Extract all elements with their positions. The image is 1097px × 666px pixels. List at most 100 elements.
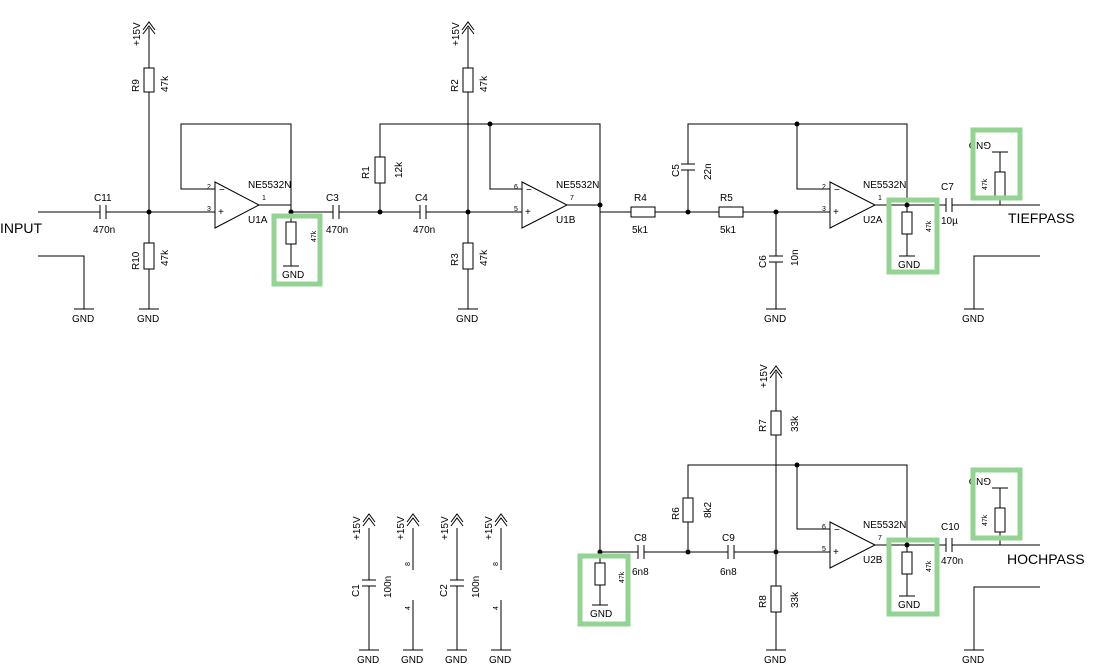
pin-number: 4 <box>405 606 412 610</box>
gnd-label: GND <box>445 655 467 666</box>
c9-ref: C9 <box>722 533 735 544</box>
u1a-ref: U1A <box>248 215 268 226</box>
pin-number: 4 <box>493 606 500 610</box>
gnd-label: GND <box>764 314 786 325</box>
load-resistor <box>594 562 606 586</box>
resistor-r10 <box>143 242 155 270</box>
r5-ref: R5 <box>720 193 733 204</box>
vcc-label: +15V <box>451 22 462 46</box>
resistor-r4 <box>630 206 656 218</box>
r10-ref: R10 <box>131 251 142 270</box>
opamp-u2b <box>829 521 877 569</box>
resistor-r9 <box>143 67 155 93</box>
pin-number: 2 <box>207 184 211 191</box>
load-resistor-value: 47k <box>311 230 318 242</box>
c5-ref: C5 <box>671 164 682 177</box>
svg-text:−: − <box>834 185 840 196</box>
gnd-label: GND <box>72 314 94 325</box>
junction-dot <box>597 202 603 208</box>
c11-value: 470n <box>93 225 115 236</box>
gnd-label: GND <box>962 655 984 666</box>
c8-ref: C8 <box>634 533 647 544</box>
vcc-arrow <box>142 21 156 35</box>
resistor-r7 <box>770 410 782 436</box>
pin-number: 7 <box>570 195 574 202</box>
load-resistor <box>901 211 913 235</box>
r9-value: 47k <box>160 75 171 92</box>
gnd-label: GND <box>401 655 423 666</box>
u2b-part: NE5532N <box>863 520 906 531</box>
c11-ref: C11 <box>94 193 112 204</box>
svg-text:+: + <box>525 207 531 218</box>
svg-text:−: − <box>219 185 225 196</box>
r8-ref: R8 <box>758 595 769 608</box>
vcc-label: +15V <box>132 22 143 46</box>
u2a-ref: U2A <box>863 215 883 226</box>
c6-value: 10n <box>790 249 801 266</box>
r3-value: 47k <box>479 249 490 266</box>
gnd-label: GND <box>898 260 920 271</box>
gnd-label: GND <box>898 600 920 611</box>
gnd-label: GND <box>969 139 991 150</box>
opamp-u1a-section: − + 2 3 1 NE5532N U1A 47k GND C3 470n R1… <box>180 21 601 325</box>
highlight-box <box>970 127 1023 201</box>
lowpass-section: R4 5k1 C5 22n R5 5k1 C6 10n GND − + 2 3 … <box>630 121 1075 325</box>
pin-number: 7 <box>878 535 882 542</box>
u1a-part: NE5532N <box>248 180 291 191</box>
vcc-arrow <box>769 365 783 379</box>
input-section: C11 470n INPUT R9 47k +15V R10 47k GND G… <box>0 21 215 325</box>
opamp-u1b-section: − + 6 5 7 NE5532N U1B <box>489 124 631 552</box>
resistor-r6 <box>682 497 694 523</box>
capacitor-c11 <box>99 205 107 219</box>
highlight-box <box>577 553 631 627</box>
pin-number: 5 <box>514 206 518 213</box>
pin-number: 3 <box>822 206 826 213</box>
r6-ref: R6 <box>671 507 682 520</box>
c2-value: 100n <box>471 576 482 598</box>
input-label: INPUT <box>0 220 42 236</box>
resistor-r2 <box>462 67 474 93</box>
c3-value: 470n <box>326 225 348 236</box>
gnd-label: GND <box>764 655 786 666</box>
gnd-label: GND <box>282 270 304 281</box>
lowpass-label: TIEFPASS <box>1008 210 1075 226</box>
resistor-r1 <box>374 156 386 184</box>
pin-number: 8 <box>405 562 412 566</box>
c4-value: 470n <box>413 225 435 236</box>
gnd-label: GND <box>456 314 478 325</box>
c4-ref: C4 <box>415 193 428 204</box>
resistor-r5 <box>718 206 744 218</box>
r2-ref: R2 <box>450 79 461 92</box>
gnd-label: GND <box>357 655 379 666</box>
c5-value: 22n <box>703 163 714 180</box>
pin-number: 8 <box>493 562 500 566</box>
c2-ref: C2 <box>439 584 450 597</box>
resistor-r3 <box>462 242 474 270</box>
load-resistor <box>994 507 1006 533</box>
vcc-arrow <box>406 513 420 527</box>
c10-value: 470n <box>941 556 963 567</box>
highlight-box <box>271 213 323 287</box>
load-resistor-value: 47k <box>982 178 989 190</box>
svg-text:+: + <box>833 207 839 218</box>
c1-value: 100n <box>383 576 394 598</box>
pin-number: 6 <box>514 184 518 191</box>
vcc-label: +15V <box>759 364 770 388</box>
pin-number: 2 <box>822 184 826 191</box>
opamp-u1a <box>214 181 261 229</box>
r3-ref: R3 <box>450 253 461 266</box>
opamp-u2a <box>829 181 877 229</box>
u2a-part: NE5532N <box>863 180 906 191</box>
gnd-label: GND <box>969 475 991 486</box>
load-resistor-value: 47k <box>926 220 933 232</box>
power-supply-section: +15V C1 100n GND +15V 8 4 GND +15V C2 10… <box>351 513 511 666</box>
u1b-part: NE5532N <box>556 180 599 191</box>
gnd-label: GND <box>489 655 511 666</box>
c9-value: 6n8 <box>720 567 737 578</box>
vcc-arrow <box>362 513 376 527</box>
load-resistor-value: 47k <box>982 514 989 526</box>
r1-value: 12k <box>394 161 405 178</box>
c7-value: 10µ <box>941 216 958 227</box>
pin-number: 6 <box>822 524 826 531</box>
